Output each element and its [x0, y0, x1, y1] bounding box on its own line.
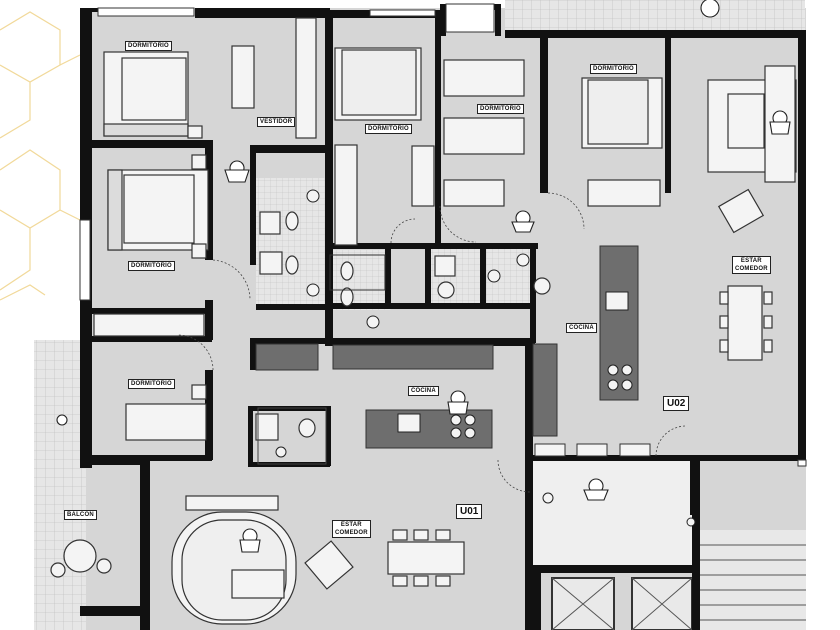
- room-label-cocina-u02: COCINA: [566, 323, 597, 333]
- room-label-estar-u02: ESTAR: [740, 258, 762, 264]
- room-label-comedor-u02: COMEDOR: [735, 266, 768, 272]
- room-label-dormitorio-2: DORMITORIO: [128, 261, 175, 271]
- room-label-dormitorio-6: DORMITORIO: [590, 64, 637, 74]
- room-label-comedor-u01: COMEDOR: [335, 530, 368, 536]
- furniture: [50, 17, 797, 625]
- walls: [80, 4, 806, 630]
- balcony-floor: [34, 340, 86, 630]
- unit-label-u01: U01: [456, 504, 483, 519]
- people-figures: [56, 0, 791, 553]
- room-label-estar-comedor-u02: ESTAR COMEDOR: [732, 256, 771, 274]
- door-arcs: [177, 192, 687, 493]
- room-label-dormitorio-1: DORMITORIO: [125, 41, 172, 51]
- room-label-estar-u01: ESTAR: [340, 522, 362, 528]
- windows: [79, 3, 807, 467]
- room-label-balcon: BALCON: [64, 510, 97, 520]
- room-label-dormitorio-3: DORMITORIO: [128, 379, 175, 389]
- decor-lines: [0, 11, 81, 301]
- room-label-dormitorio-5: DORMITORIO: [477, 104, 524, 114]
- balcony-top-floor: [505, 0, 805, 30]
- room-label-dormitorio-4: DORMITORIO: [365, 124, 412, 134]
- lobby-floor: [533, 460, 698, 570]
- room-label-vestidor: VESTIDOR: [257, 117, 296, 127]
- sliding-door: [534, 443, 651, 457]
- counters: [255, 245, 639, 465]
- room-label-estar-comedor-u01: ESTAR COMEDOR: [332, 520, 371, 538]
- unit-label-u02: U02: [663, 396, 690, 411]
- room-label-cocina-u01: COCINA: [408, 386, 439, 396]
- stair-area: [700, 530, 806, 630]
